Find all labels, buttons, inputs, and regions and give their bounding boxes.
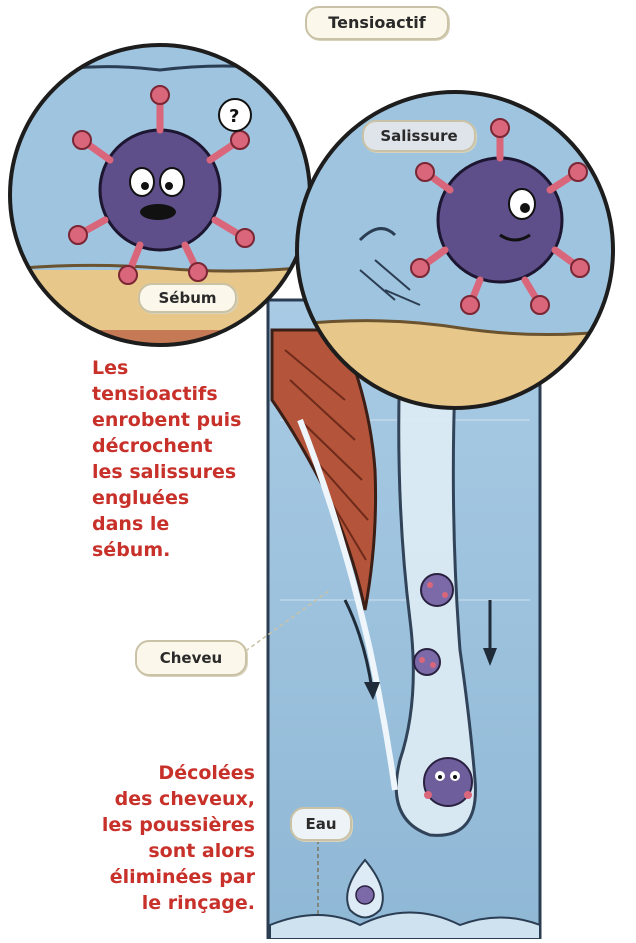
dirt-particle (421, 574, 453, 606)
dirt-in-drop (424, 758, 472, 806)
dirt-particle (414, 649, 440, 675)
label-tensioactif: Tensioactif (305, 6, 449, 40)
caption-bottom: Décolées des cheveux, les poussières son… (60, 760, 255, 916)
label-salissure: Salissure (362, 120, 476, 152)
label-eau: Eau (290, 807, 352, 841)
caption-top: Les tensioactifs enrobent puis décrochen… (92, 355, 267, 563)
label-cheveu: Cheveu (135, 640, 247, 676)
label-sebum: Sébum (138, 283, 237, 313)
question-bubble: ? (219, 99, 251, 131)
svg-text:?: ? (229, 106, 239, 127)
